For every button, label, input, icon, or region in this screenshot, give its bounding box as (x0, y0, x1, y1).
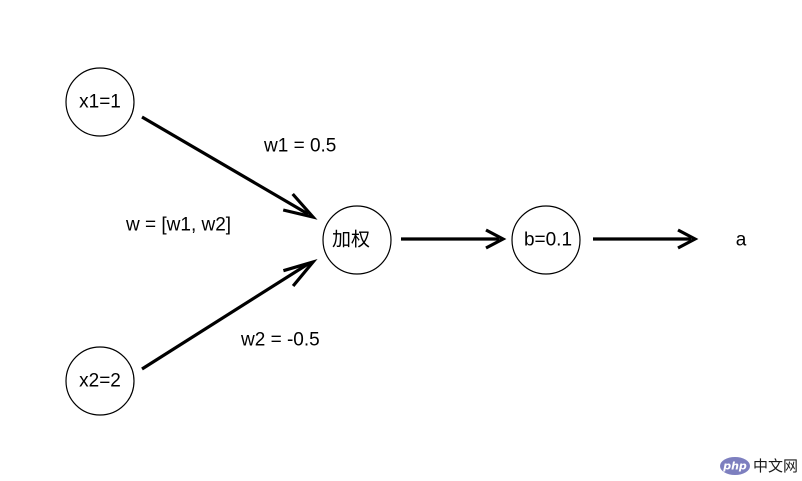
node-x2: x2=2 (65, 346, 135, 416)
watermark-php-text: php (722, 460, 747, 473)
weight-vector-label: w = [w1, w2] (125, 215, 231, 236)
node-x2-circle (65, 346, 135, 416)
node-weighted-sum-label: 加权 (332, 229, 370, 251)
arrowhead-x2-to-weighted (282, 258, 318, 288)
watermark-text: 中文网 (753, 457, 798, 475)
node-bias-label: b=0.1 (524, 230, 572, 251)
node-x2-label: x2=2 (79, 371, 121, 392)
node-bias-circle (511, 205, 581, 275)
node-x1-label: x1=1 (79, 92, 121, 113)
edge-x1-to-weighted (141, 115, 309, 216)
node-bias: b=0.1 (511, 205, 581, 275)
edge-x2-to-weighted (141, 262, 309, 371)
edge-label-w2: w2 = -0.5 (240, 330, 320, 351)
arrowhead-bias-to-output (677, 228, 699, 250)
node-x1: x1=1 (65, 67, 135, 137)
arrowhead-x1-to-weighted (282, 192, 318, 220)
arrowhead-weighted-to-bias (485, 228, 507, 250)
node-weighted-sum-circle (322, 205, 392, 275)
node-x1-circle (65, 67, 135, 137)
watermark: php 中文网 (720, 457, 798, 475)
watermark-php-badge (720, 457, 750, 475)
node-weighted-sum: 加权 (322, 205, 392, 275)
output-label: a (736, 230, 747, 251)
edge-label-w1: w1 = 0.5 (263, 136, 336, 157)
